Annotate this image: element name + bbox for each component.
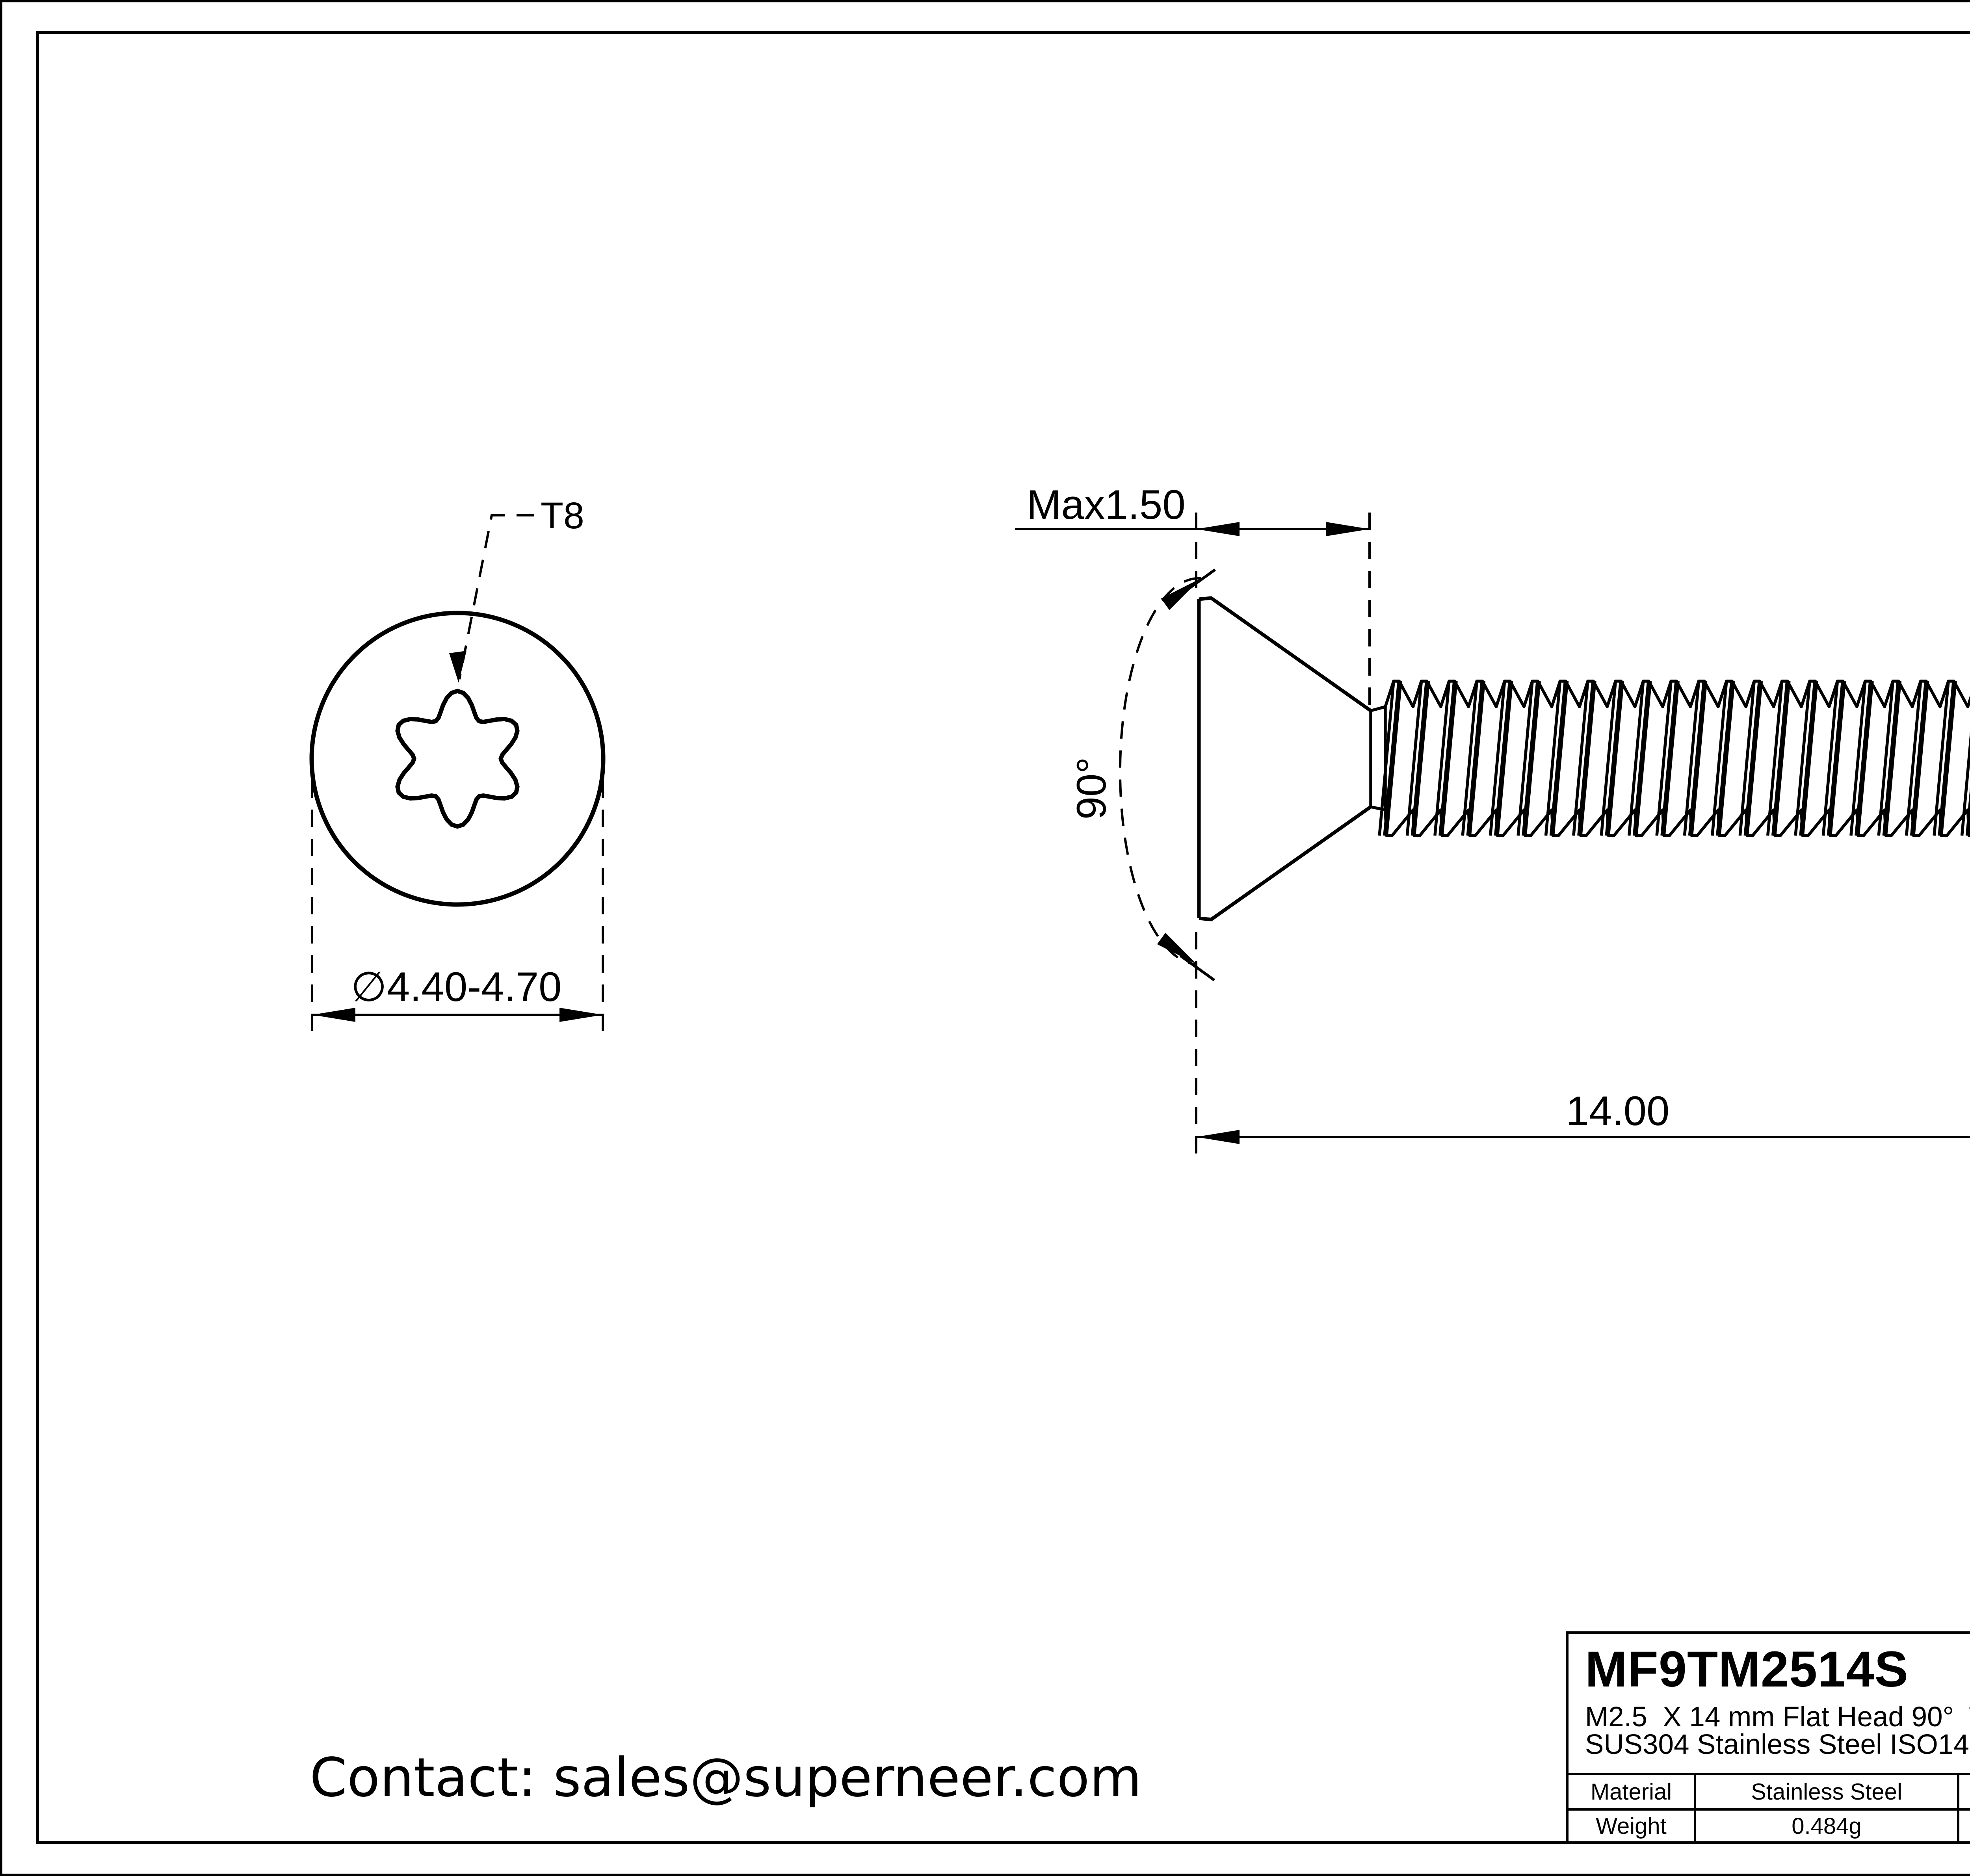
title-block-header: MF9TM2514S M2.5 X 14 mm Flat Head 90° To… [1569,1634,1970,1773]
title-block: MF9TM2514S M2.5 X 14 mm Flat Head 90° To… [1566,1631,1970,1844]
title-block-main: MF9TM2514S M2.5 X 14 mm Flat Head 90° To… [1569,1634,1970,1841]
finish-label: Finish [1957,1775,1970,1808]
torx-recess [395,689,520,829]
t8-label: T8 [541,495,584,537]
top-view: T8 ∅4.40-4.70 [309,495,606,1033]
weight-value: 0.484g [1694,1811,1957,1841]
t8-leader-arrow [449,651,466,683]
dia-dim-text: ∅4.40-4.70 [351,964,561,1010]
max150-dim-text: Max1.50 [1027,482,1186,528]
max150-arrow-left [1196,522,1240,536]
dia-arrow-right [559,1008,603,1022]
weight-label: Weight [1596,1813,1667,1839]
side-view-thread-profile [1369,680,1970,837]
weight-row: Weight 0.484g www.superneer.com [1569,1808,1970,1841]
len14-arrow-left [1196,1130,1240,1144]
max150-arrow-right [1326,522,1370,536]
side-view: Max1.50 90° M2.5 14.00 [1015,482,1970,1155]
description-line-2: SUS304 Stainless Steel ISO14581 [1585,1729,1970,1760]
side-view-head-outline [1197,596,1372,921]
material-label: Material [1590,1779,1672,1805]
top-view-head-circle [309,611,606,907]
dia-arrow-left [312,1008,355,1022]
t8-leader-line [458,514,534,680]
angle90-tick-top [1180,568,1216,595]
drawing-border-frame [36,31,1970,1844]
angle90-dim-text: 90° [1069,757,1115,820]
part-number: MF9TM2514S [1585,1641,1909,1698]
angle90-arrow-bottom [1157,932,1197,964]
contact-email-line: Contact: sales@superneer.com [310,1747,1142,1809]
website-cell: www.superneer.com [1957,1811,1970,1841]
material-value: Stainless Steel [1694,1775,1957,1808]
angle90-arc [1119,577,1201,966]
description-line-1: M2.5 X 14 mm Flat Head 90° Torx Machine … [1585,1701,1970,1733]
material-row: Material Stainless Steel Finish Passivat… [1569,1773,1970,1808]
len14-dim-text: 14.00 [1566,1088,1670,1134]
